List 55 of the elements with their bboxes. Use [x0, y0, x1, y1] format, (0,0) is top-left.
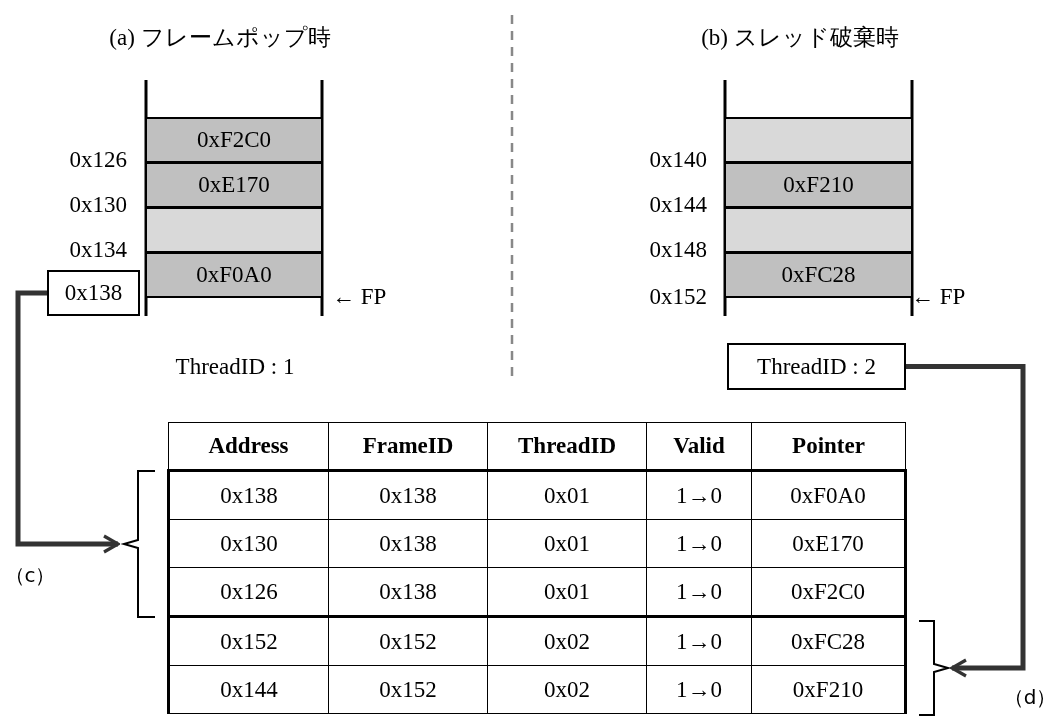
address-label: 0x140 — [649, 148, 707, 171]
table-cell: 0xFC28 — [751, 616, 906, 666]
table-cell: 0x01 — [487, 519, 647, 568]
table-cell: 1→0 — [646, 519, 752, 568]
memory-cell: 0xF2C0 — [147, 117, 321, 163]
header-cell: Valid — [646, 422, 752, 471]
table-cell: 0x02 — [487, 665, 647, 714]
memory-cell: 0xFC28 — [726, 252, 911, 298]
arrow — [15, 290, 120, 554]
address-label: 0x130 — [69, 193, 127, 216]
memory-cell — [726, 207, 911, 253]
panel-title: (a) フレームポップ時 — [109, 26, 331, 49]
table-cell: 0x152 — [168, 616, 329, 666]
table-cell: 0x138 — [328, 567, 488, 617]
header-cell: Pointer — [751, 422, 906, 471]
table-cell: 0x138 — [328, 519, 488, 568]
memory-cell: 0xF0A0 — [147, 252, 321, 298]
header-cell: ThreadID — [487, 422, 647, 471]
table-cell: 1→0 — [646, 616, 752, 666]
memory-cell: 0xE170 — [147, 162, 321, 208]
table-cell: 0x130 — [168, 519, 329, 568]
table-cell: 0x138 — [168, 470, 329, 520]
table-cell: 1→0 — [646, 665, 752, 714]
header-cell: Address — [168, 422, 329, 471]
pointer-label: ← FP — [332, 285, 387, 308]
memory-cell: 0xF210 — [726, 162, 911, 208]
memory-cell — [147, 207, 321, 253]
table-cell: 0x144 — [168, 665, 329, 714]
pointer-label: ← FP — [911, 285, 966, 308]
table-cell: 0xE170 — [751, 519, 906, 568]
thread-label: ThreadID : 1 — [175, 355, 295, 378]
address-label: 0x126 — [69, 148, 127, 171]
label-box: ThreadID : 2 — [727, 343, 906, 390]
header-cell: FrameID — [328, 422, 488, 471]
address-label: 0x148 — [649, 238, 707, 261]
address-label: 0x134 — [69, 238, 127, 261]
memory-cell — [726, 117, 911, 163]
table-cell: 0x152 — [328, 665, 488, 714]
table-cell: 0x152 — [328, 616, 488, 666]
address-label: 0x144 — [649, 193, 707, 216]
table-cell: 1→0 — [646, 567, 752, 617]
table-cell: 0xF2C0 — [751, 567, 906, 617]
table-cell: 1→0 — [646, 470, 752, 520]
arrow — [906, 364, 1026, 678]
panel-title: (b) スレッド破棄時 — [701, 26, 899, 49]
table-cell: 0x02 — [487, 616, 647, 666]
label-box: 0x138 — [47, 270, 140, 316]
table-cell: 0x126 — [168, 567, 329, 617]
table-cell: 0x01 — [487, 567, 647, 617]
address-label: 0x152 — [649, 285, 707, 308]
table-cell: 0xF210 — [751, 665, 906, 714]
table-cell: 0x138 — [328, 470, 488, 520]
curly-bracket — [918, 620, 952, 716]
table-cell: 0xF0A0 — [751, 470, 906, 520]
table-cell: 0x01 — [487, 470, 647, 520]
